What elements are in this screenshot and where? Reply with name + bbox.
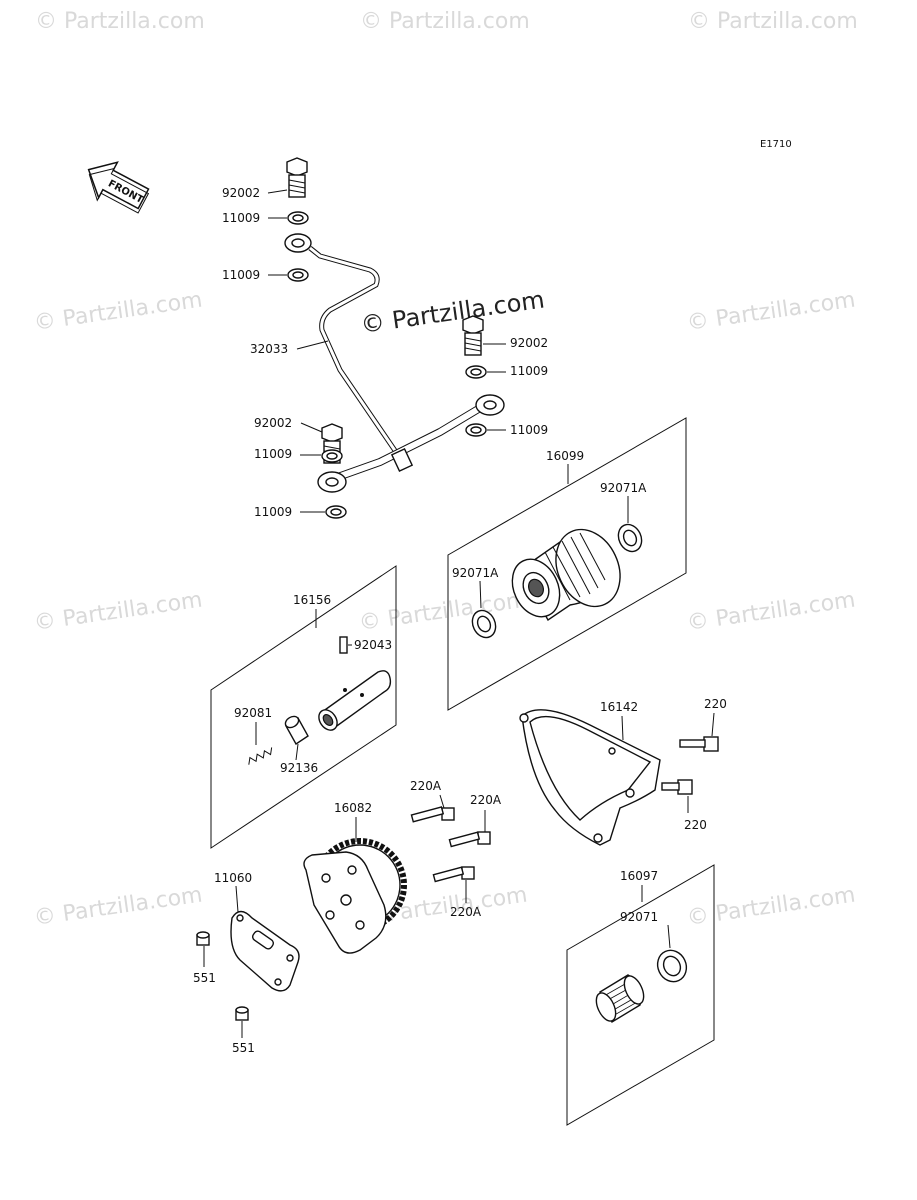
part-label-551[interactable]: 551 — [232, 1041, 255, 1055]
part-label-92002[interactable]: 92002 — [254, 416, 292, 430]
part-label-92071[interactable]: 92071 — [620, 910, 658, 924]
part-label-92071A[interactable]: 92071A — [600, 481, 647, 495]
part-label-92071A[interactable]: 92071A — [452, 566, 499, 580]
screw-icon — [448, 831, 491, 848]
part-label-220A[interactable]: 220A — [410, 779, 442, 793]
part-label-32033[interactable]: 32033 — [250, 342, 288, 356]
part-label-16156[interactable]: 16156 — [293, 593, 331, 607]
part-label-11009[interactable]: 11009 — [254, 505, 292, 519]
screw-icon — [661, 779, 693, 795]
part-label-92081[interactable]: 92081 — [234, 706, 272, 720]
watermark: © Partzilla.com — [685, 288, 857, 336]
oil-pump-cover — [519, 709, 661, 846]
part-label-11009[interactable]: 11009 — [222, 211, 260, 225]
pump-gasket — [230, 910, 300, 992]
o-ring-icon — [656, 949, 688, 983]
oil-pump-assembly — [303, 838, 407, 954]
banjo-bolt-top — [286, 157, 308, 198]
dowel-pin-icon — [196, 931, 210, 946]
part-label-16082[interactable]: 16082 — [334, 801, 372, 815]
relief-valve-group-box — [210, 565, 397, 849]
strainer-group-box — [566, 864, 715, 1126]
oil-strainer — [595, 974, 645, 1024]
part-label-11009[interactable]: 11009 — [222, 268, 260, 282]
watermark: © Partzilla.com — [688, 9, 858, 34]
part-label-11009[interactable]: 11009 — [510, 364, 548, 378]
part-label-92002[interactable]: 92002 — [510, 336, 548, 350]
o-ring-icon — [617, 523, 643, 553]
watermark: © Partzilla.com — [685, 588, 857, 636]
front-arrow-icon: FRONT — [87, 161, 150, 214]
valve-plunger — [284, 715, 309, 746]
spring-icon — [248, 747, 273, 765]
part-label-16142[interactable]: 16142 — [600, 700, 638, 714]
watermark: © Partzilla.com — [35, 9, 205, 34]
watermark: © Partzilla.com — [360, 9, 530, 34]
o-ring-icon — [471, 609, 497, 639]
part-label-551[interactable]: 551 — [193, 971, 216, 985]
part-label-11009[interactable]: 11009 — [510, 423, 548, 437]
watermark-main: © Partzilla.com — [359, 285, 546, 339]
screw-icon — [679, 736, 719, 752]
part-label-92002[interactable]: 92002 — [222, 186, 260, 200]
dowel-pin-icon — [235, 1006, 249, 1021]
part-label-11009[interactable]: 11009 — [254, 447, 292, 461]
watermark-layer: © Partzilla.com © Partzilla.com © Partzi… — [32, 9, 857, 931]
relief-valve-body — [318, 636, 392, 731]
part-label-220[interactable]: 220 — [704, 697, 727, 711]
part-label-92043[interactable]: 92043 — [354, 638, 392, 652]
screw-icon — [432, 866, 475, 883]
diagram-code: E1710 — [760, 139, 792, 150]
part-label-16099[interactable]: 16099 — [546, 449, 584, 463]
part-label-16097[interactable]: 16097 — [620, 869, 658, 883]
watermark: © Partzilla.com — [357, 588, 529, 636]
part-label-92136[interactable]: 92136 — [280, 761, 318, 775]
oil-pipe — [284, 233, 505, 493]
part-label-220A[interactable]: 220A — [450, 905, 482, 919]
part-label-220[interactable]: 220 — [684, 818, 707, 832]
watermark: © Partzilla.com — [685, 883, 857, 931]
watermark: © Partzilla.com — [32, 588, 204, 636]
banjo-bolt-right — [462, 315, 484, 356]
part-label-220A[interactable]: 220A — [470, 793, 502, 807]
oil-filter-element — [511, 528, 621, 622]
watermark: © Partzilla.com — [32, 288, 204, 336]
watermark: © Partzilla.com — [32, 883, 204, 931]
screw-icon — [410, 806, 455, 823]
part-label-11060[interactable]: 11060 — [214, 871, 252, 885]
filter-group-box — [447, 417, 687, 711]
